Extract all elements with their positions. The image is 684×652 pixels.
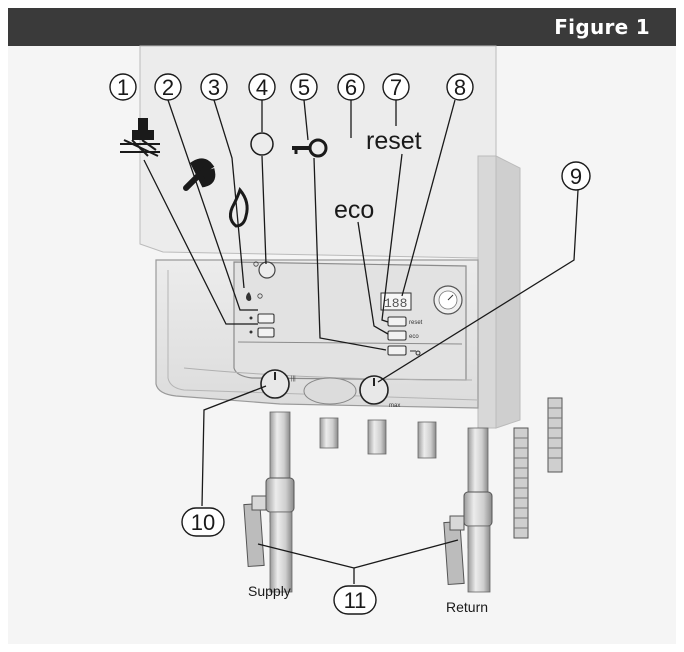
svg-text:4: 4: [256, 75, 268, 100]
svg-text:10: 10: [191, 510, 215, 535]
keylock-button[interactable]: [387, 345, 407, 356]
callout-1: 1: [109, 73, 137, 101]
control-panel: 188 reset eco ||| max: [246, 261, 463, 409]
chimney-sweep-button[interactable]: [257, 327, 275, 338]
chimney-sweep-icon: [120, 118, 160, 157]
figure-frame: Figure 1: [8, 8, 676, 644]
callout-2: 2: [154, 73, 182, 101]
svg-text:1: 1: [117, 75, 129, 100]
svg-text:11: 11: [344, 588, 367, 613]
boiler-diagram: 188 reset eco ||| max: [109, 45, 591, 615]
eco-button[interactable]: [387, 330, 407, 341]
boiler-casing: [139, 45, 521, 429]
svg-text:2: 2: [162, 75, 174, 100]
return-label: Return: [446, 599, 488, 615]
pipes: [243, 397, 563, 593]
callout-6: 6: [337, 73, 365, 101]
svg-text:3: 3: [208, 75, 220, 100]
service-button[interactable]: [257, 313, 275, 324]
reset-button-label: reset: [409, 320, 423, 326]
svg-text:8: 8: [454, 75, 466, 100]
svg-text:7: 7: [390, 75, 402, 100]
flame-indicator-icon: [246, 292, 252, 301]
callout-11: 11: [333, 585, 377, 615]
supply-label: Supply: [248, 583, 291, 599]
eco-button-label: eco: [409, 334, 419, 340]
leader-lines: [143, 99, 579, 584]
callout-7: 7: [382, 73, 410, 101]
svg-text:6: 6: [345, 75, 357, 100]
wrench-icon: [183, 158, 216, 191]
figure-header: Figure 1: [8, 8, 676, 46]
callout-8: 8: [446, 73, 474, 101]
dial-max-label: max: [389, 403, 400, 409]
display-screen: [380, 292, 412, 311]
power-button[interactable]: [258, 261, 276, 279]
svg-text:|||: |||: [291, 376, 296, 382]
callout-9: 9: [561, 161, 591, 191]
svg-text:5: 5: [298, 75, 310, 100]
callout-5: 5: [290, 73, 318, 101]
callout-4: 4: [248, 73, 276, 101]
callout-10: 10: [181, 507, 225, 537]
callout-3: 3: [200, 73, 228, 101]
flame-icon: [229, 186, 249, 228]
svg-text:9: 9: [570, 164, 582, 189]
figure-title: Figure 1: [554, 15, 650, 39]
key-icon: [292, 138, 328, 158]
hot-water-temperature-dial[interactable]: max: [359, 375, 400, 409]
reset-button[interactable]: [387, 316, 407, 327]
reset-label: reset: [366, 127, 422, 155]
display-digits: 188: [384, 296, 407, 311]
eco-label: eco: [334, 196, 374, 224]
power-icon: [250, 132, 274, 156]
heating-temperature-dial[interactable]: |||: [260, 369, 296, 399]
